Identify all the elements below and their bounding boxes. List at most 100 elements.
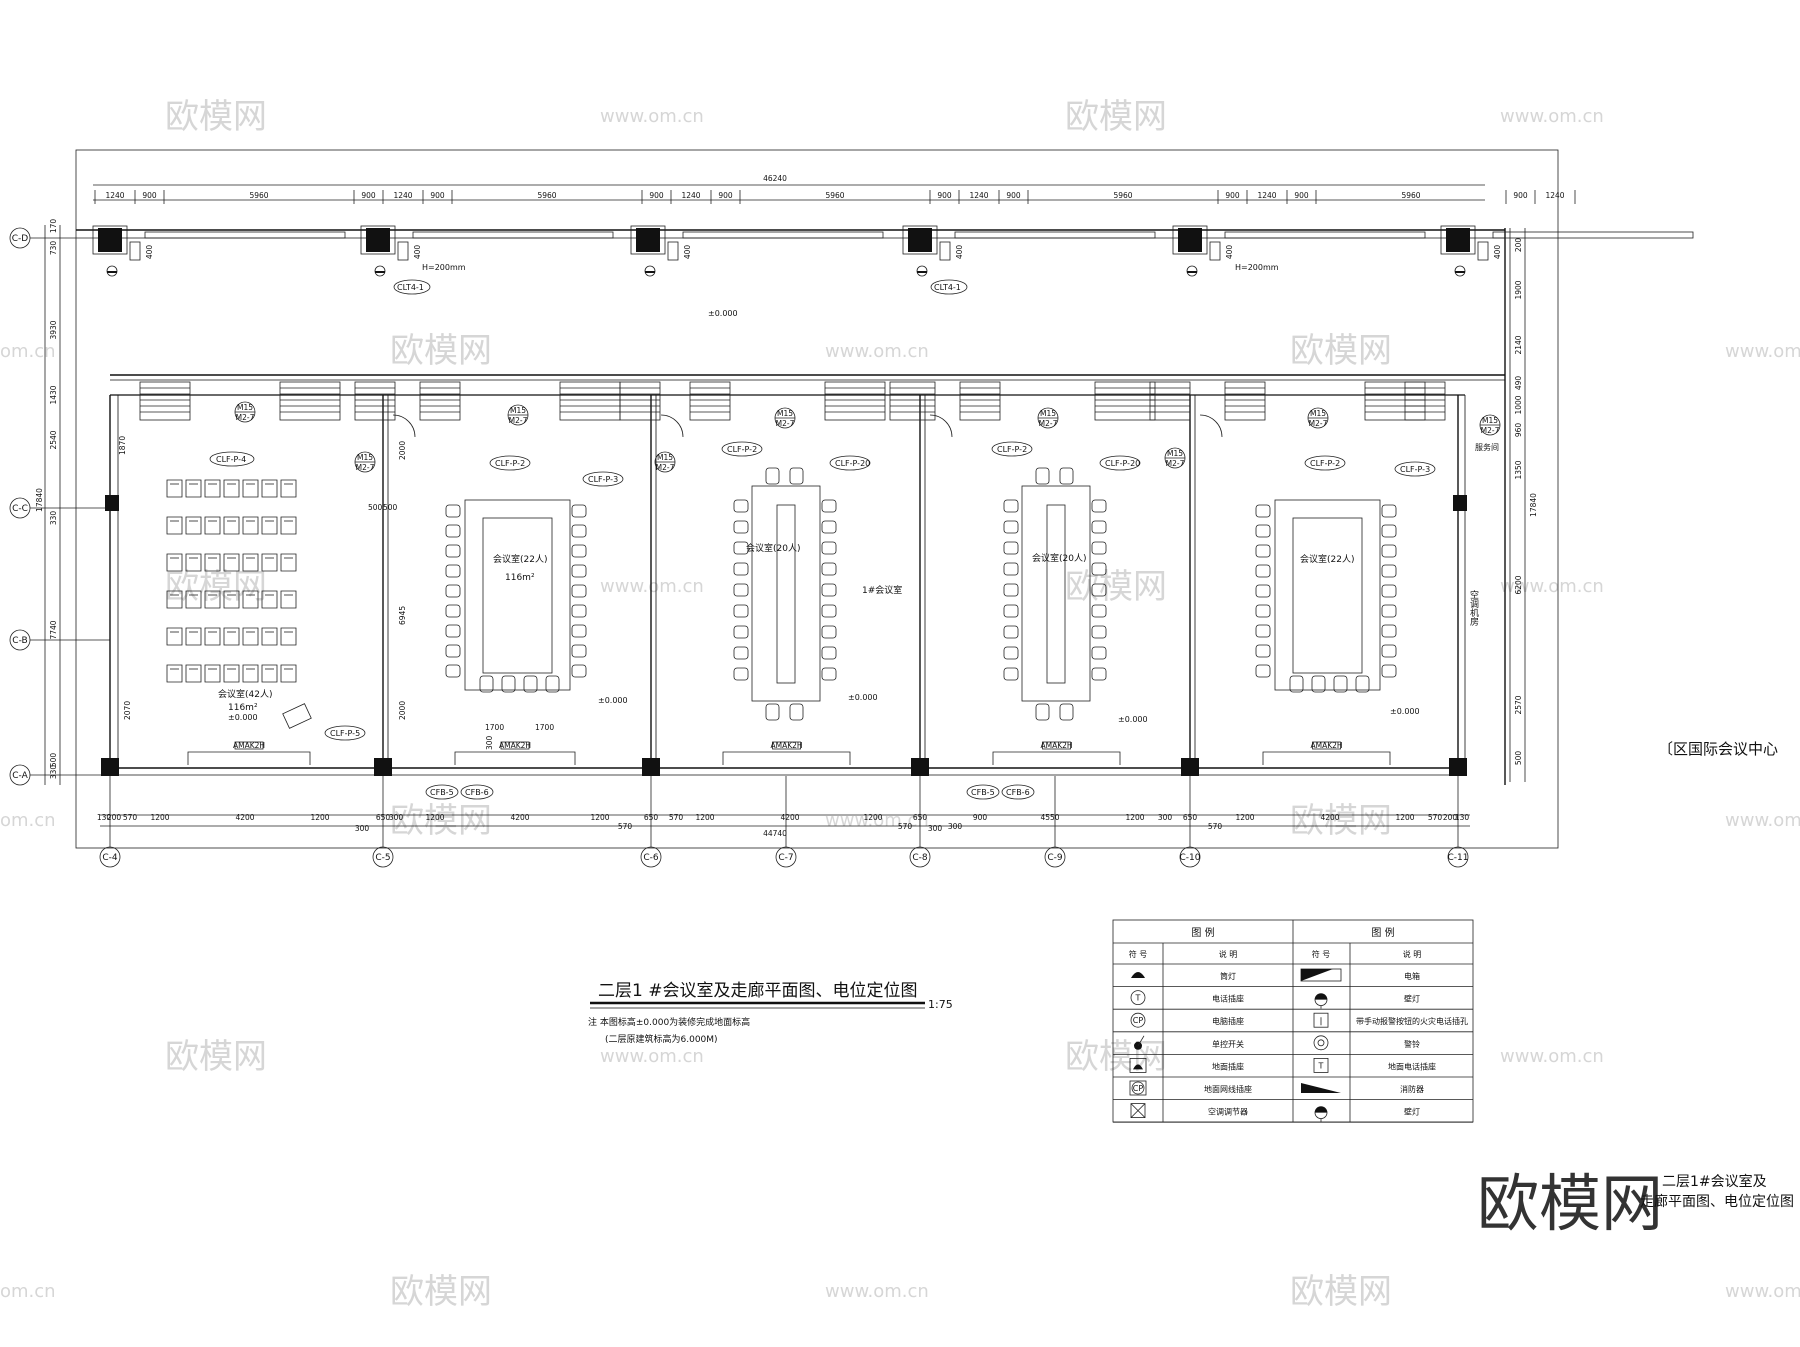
chair xyxy=(1355,675,1370,693)
chair xyxy=(733,667,749,681)
chair xyxy=(733,583,749,597)
auditorium-chair xyxy=(242,627,259,646)
chair xyxy=(1003,583,1019,597)
dim-text: 3930 xyxy=(49,320,58,339)
chair xyxy=(445,624,461,638)
dim-text: 1200 xyxy=(695,813,714,822)
drawing-note-2: (二层原建筑标高为6.000M) xyxy=(605,1033,718,1045)
chair xyxy=(1381,664,1397,678)
dim-text: 330 xyxy=(49,765,58,780)
door-tag-bottom: M2-7 xyxy=(236,413,255,422)
dim-text: 4200 xyxy=(780,813,799,822)
dim-text: 1200 xyxy=(1235,813,1254,822)
dim-text: 1240 xyxy=(969,191,988,200)
dim-text: 200 xyxy=(1443,813,1458,822)
auditorium-chair xyxy=(261,664,278,683)
auditorium-chair xyxy=(166,664,183,683)
chair xyxy=(571,604,587,618)
dim-text: 400 xyxy=(955,245,964,260)
room-level: ±0.000 xyxy=(598,696,628,705)
door-tag-bottom: M2-7 xyxy=(356,463,375,472)
room-22-seat-a: 会议室(22人) 116m² xyxy=(445,499,587,693)
room2-name: 会议室(22人) xyxy=(493,553,547,565)
dim-text: 900 xyxy=(1513,191,1528,200)
chair xyxy=(445,504,461,518)
dim-text: 570 xyxy=(618,822,633,831)
chair xyxy=(501,675,516,693)
door-tag-top: M15 xyxy=(657,453,673,462)
chair xyxy=(1003,499,1019,513)
window-band xyxy=(954,231,1156,239)
auditorium-chair xyxy=(166,590,183,609)
chair xyxy=(1091,562,1107,576)
cabinet-label: AMAK2H xyxy=(1040,741,1072,750)
dim-text: 300 xyxy=(355,824,370,833)
dim-text: 900 xyxy=(1294,191,1309,200)
dim-text: 500 xyxy=(368,503,383,512)
service-module xyxy=(619,381,661,421)
legend-desc: 电箱 xyxy=(1404,971,1420,981)
wall-cabinet xyxy=(454,751,576,765)
door-tag-bottom: M2-7 xyxy=(1039,419,1058,428)
column xyxy=(1449,758,1467,776)
axis-label: C-7 xyxy=(778,853,793,863)
door-tag-top: M15 xyxy=(1167,449,1183,458)
watermark-logo: 欧模网 xyxy=(1065,97,1167,137)
chair xyxy=(1091,625,1107,639)
dim-text: 1240 xyxy=(393,191,412,200)
dim-text: 4200 xyxy=(1320,813,1339,822)
computer-socket-icon xyxy=(1130,1012,1146,1028)
room3-center: 1#会议室 xyxy=(862,584,902,596)
chair xyxy=(1003,604,1019,618)
column xyxy=(1446,228,1470,252)
auditorium-chair xyxy=(223,479,240,498)
dim-text: 1200 xyxy=(150,813,169,822)
tag-clf-p3: CLF-P-3 xyxy=(1400,465,1430,474)
chair xyxy=(1311,675,1326,693)
dim-text: 17840 xyxy=(1529,493,1538,517)
legend-desc: 地面电话插座 xyxy=(1388,1061,1436,1071)
watermark-url: www.om.cn xyxy=(825,341,929,362)
column-outline xyxy=(630,225,666,255)
door-tag-bottom: M2-7 xyxy=(656,463,675,472)
door-tag-bottom: M2-7 xyxy=(509,416,528,425)
watermark-logo: 欧模网 xyxy=(1290,801,1392,841)
dim-text: 490 xyxy=(1514,376,1523,391)
auditorium-chair xyxy=(223,516,240,535)
chair xyxy=(1381,644,1397,658)
legend-desc: 带手动报警按钮的火灾电话插孔 xyxy=(1356,1016,1468,1026)
watermark-logo: 欧模网 xyxy=(1290,331,1392,371)
axis-bubble xyxy=(1179,846,1201,868)
dim-text: 1200 xyxy=(590,813,609,822)
door-swing xyxy=(392,414,416,438)
alarm-phone-icon xyxy=(1313,1012,1329,1028)
dim-text: 300 xyxy=(485,735,494,750)
legend-desc: 壁灯 xyxy=(1404,1107,1420,1117)
dim-text: 6945 xyxy=(398,606,407,625)
watermark-logo: 欧模网 xyxy=(390,801,492,841)
legend-col-symbol: 符 号 xyxy=(1312,949,1331,959)
chair xyxy=(1255,524,1271,538)
ac-cross xyxy=(1130,1103,1146,1118)
tag-clf-p2: CLF-P-2 xyxy=(997,445,1027,454)
chair xyxy=(1255,624,1271,638)
electric-box-fill xyxy=(1301,969,1333,981)
interior-dimensions: 1870 2000 500 500 6945 2000 2070 1700 17… xyxy=(118,436,554,750)
legend-desc: 单控开关 xyxy=(1212,1039,1244,1049)
chair xyxy=(1255,584,1271,598)
tag-h200: H=200mm xyxy=(422,263,466,272)
cabinet-label: AMAK2H xyxy=(233,741,265,750)
ac-controller-icon xyxy=(1130,1103,1146,1118)
chair xyxy=(1035,703,1050,721)
dim-text: 300 xyxy=(948,822,963,831)
chair xyxy=(821,499,837,513)
legend-desc: 电话插座 xyxy=(1212,994,1244,1004)
room2-area: 116m² xyxy=(505,573,535,583)
watermark-logo: 欧模网 xyxy=(1290,1272,1392,1312)
legend-symbol-text: CP xyxy=(1133,1016,1144,1025)
dim-text: 400 xyxy=(413,245,422,260)
tag-cfb6: CFB-6 xyxy=(465,788,489,797)
dim-text: 6200 xyxy=(1514,575,1523,594)
